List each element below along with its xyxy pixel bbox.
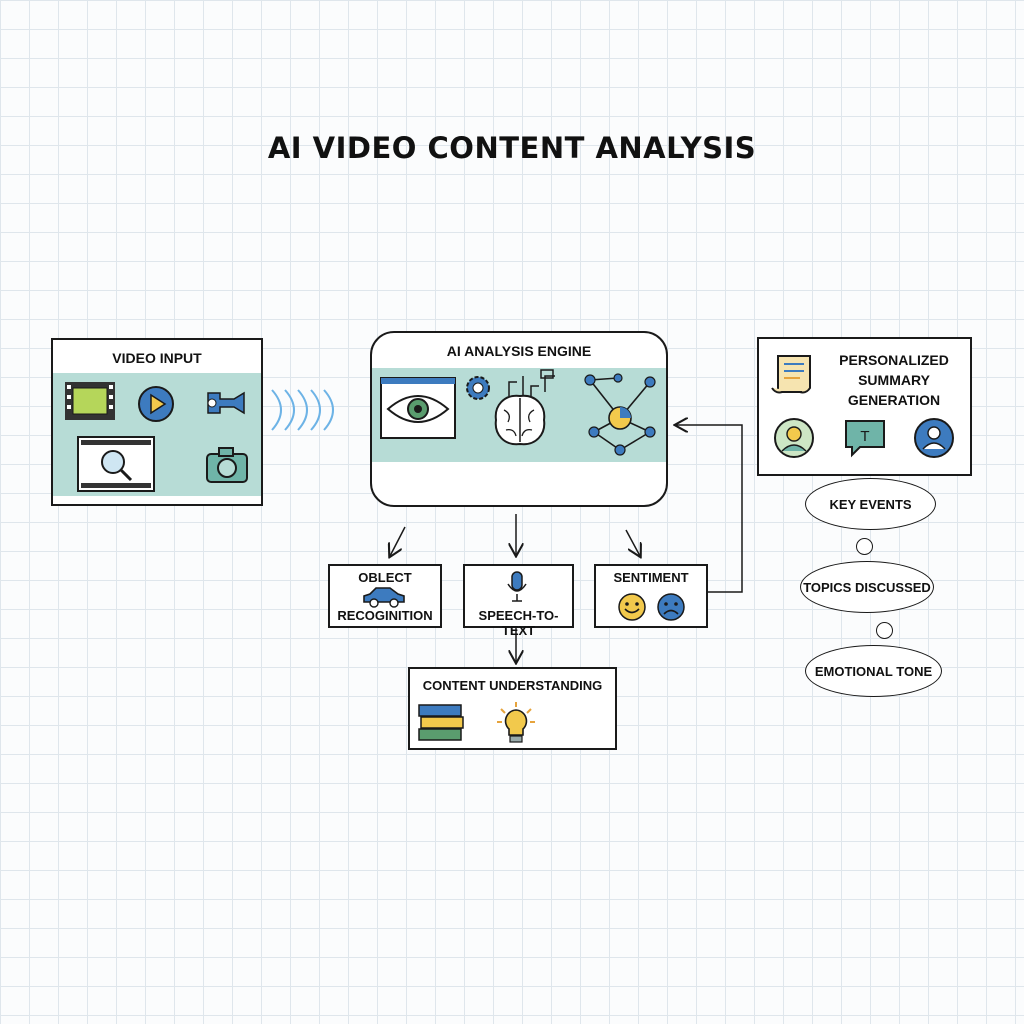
profile-icon — [914, 418, 954, 458]
object-recognition-label-1: OBLECT — [358, 570, 412, 585]
ai-analysis-engine-label: AI ANALYSIS ENGINE — [446, 343, 592, 359]
drone-icon — [207, 391, 245, 415]
topics-discussed-ellipse: TOPICS DISCUSSED — [800, 561, 934, 613]
key-events-ellipse: KEY EVENTS — [805, 478, 936, 530]
sentiment-box — [594, 564, 708, 628]
car-icon — [363, 587, 405, 608]
summary-label-line-1: PERSONALIZED — [839, 352, 949, 368]
object-recognition-label-2: RECOGINITION — [337, 608, 433, 623]
play-button-icon — [138, 386, 174, 422]
video-search-icon — [77, 436, 155, 492]
network-graph-icon — [584, 373, 656, 456]
signal-waves — [271, 389, 334, 431]
brain-icon — [494, 394, 546, 446]
summary-label-line-2: SUMMARY — [858, 372, 930, 388]
emotional-tone-ellipse: EMOTIONAL TONE — [805, 645, 942, 697]
eye-monitor-icon — [380, 377, 456, 439]
diagram-title: AI VIDEO CONTENT ANALYSIS — [267, 131, 757, 165]
thought-bubble-dot — [856, 538, 873, 555]
speech-to-text-label: SPEECH-TO-TEXT — [478, 608, 559, 638]
chat-bubble-icon: T — [845, 420, 885, 458]
content-understanding-label: CONTENT UNDERSTANDING — [422, 678, 603, 693]
gear-icon — [466, 376, 490, 400]
camera-icon — [206, 447, 248, 483]
circuit-icon — [508, 369, 555, 396]
microphone-icon — [507, 571, 527, 602]
scroll-document-icon — [771, 355, 811, 394]
film-strip-icon — [65, 382, 115, 420]
thought-bubble-dot — [876, 622, 893, 639]
video-input-label: VIDEO INPUT — [112, 350, 202, 366]
svg-text:T: T — [860, 428, 869, 445]
books-icon — [418, 704, 464, 741]
happy-face-icon — [618, 593, 646, 621]
user-avatar-icon — [774, 418, 814, 458]
sentiment-label: SENTIMENT — [613, 570, 689, 585]
summary-label-line-3: GENERATION — [847, 392, 941, 408]
sad-face-icon — [657, 593, 685, 621]
lightbulb-icon — [497, 702, 535, 743]
